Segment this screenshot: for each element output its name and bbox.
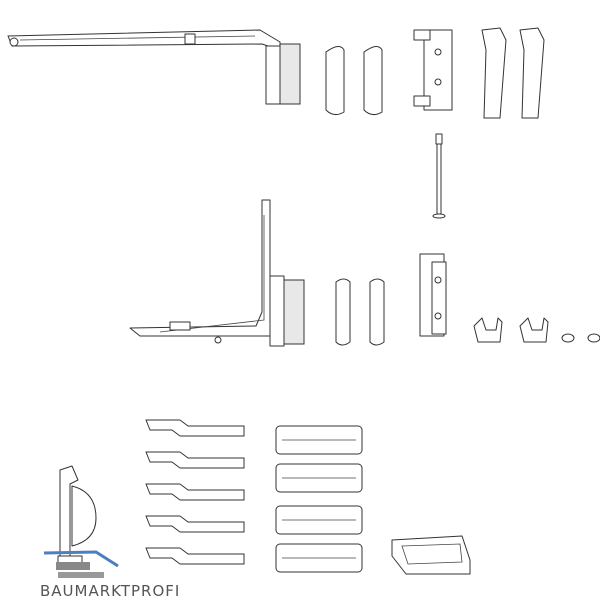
- logo-graphic: [43, 550, 119, 578]
- corner-drive: [129, 199, 305, 347]
- top-stay-arm: [7, 29, 301, 105]
- connector-plates: [145, 419, 245, 565]
- hinge-bracket-middle: [419, 253, 447, 337]
- hinge-pin: [432, 133, 446, 219]
- hinge-bracket-top: [413, 29, 453, 111]
- cover-caps-top: [325, 46, 383, 116]
- end-caps-top: [481, 27, 545, 119]
- clips-middle: [473, 317, 600, 343]
- brand-logo-text: BAUMARKTPROFI: [40, 582, 181, 600]
- cover-caps-middle: [335, 278, 385, 346]
- end-blocks: [275, 425, 363, 573]
- side-bracket: [57, 465, 97, 567]
- corner-block: [391, 535, 471, 575]
